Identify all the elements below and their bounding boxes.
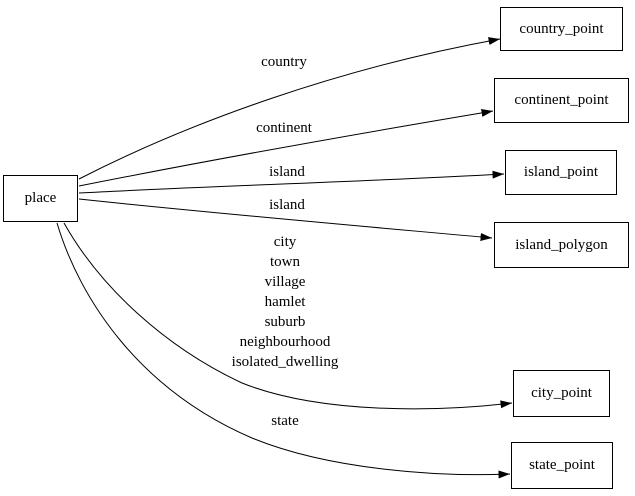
edge-label-state-point: state xyxy=(271,413,299,429)
node-country-point: country_point xyxy=(500,7,623,51)
edge-label-country: country xyxy=(261,54,307,70)
node-island-polygon: island_polygon xyxy=(494,222,629,268)
edge-place-city-point xyxy=(63,222,513,410)
node-island-point: island_point xyxy=(505,150,617,195)
edge-label-continent: continent xyxy=(256,120,312,136)
edge-label-island-point: island xyxy=(269,164,305,180)
edge-place-island-point xyxy=(78,170,505,194)
node-continent-point: continent_point xyxy=(494,78,629,123)
edge-label-island-polygon: island xyxy=(269,197,305,213)
edge-place-island-polygon xyxy=(78,198,493,241)
edge-place-state-point xyxy=(56,222,511,479)
node-city-point: city_point xyxy=(513,370,610,417)
node-state-point: state_point xyxy=(511,442,613,489)
edge-place-continent-point xyxy=(78,108,494,187)
edge-place-country-point xyxy=(78,37,501,180)
edge-label-city-point: city town village hamlet suburb neighbou… xyxy=(231,234,339,370)
node-place: place xyxy=(3,175,78,222)
